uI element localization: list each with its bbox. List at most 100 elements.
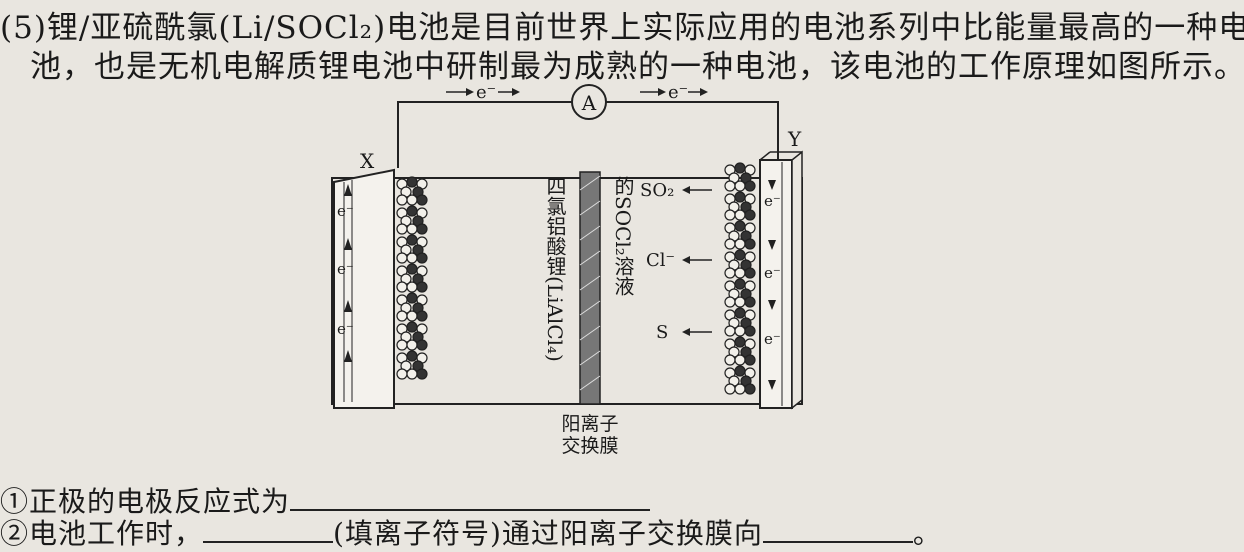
- particle: [396, 223, 408, 235]
- particle: [734, 278, 746, 290]
- particle: [406, 194, 418, 206]
- answer-blank-3[interactable]: [762, 513, 913, 543]
- electron-label: e⁻: [764, 264, 781, 282]
- product-s: S: [656, 322, 668, 343]
- circuit-wire: [397, 101, 572, 168]
- particle: [734, 180, 746, 192]
- particle: [734, 162, 746, 174]
- product-cl: Cl⁻: [646, 250, 675, 271]
- question-2-end: 。: [912, 517, 942, 550]
- particle: [406, 223, 418, 235]
- electrolyte-label-left: 四氯铝酸锂(LiAlCl₄): [543, 176, 567, 362]
- particle: [744, 238, 756, 250]
- particle: [396, 339, 408, 351]
- particle: [744, 383, 756, 395]
- particle: [734, 365, 746, 377]
- question-2: ②电池工作时， (填离子符号)通过阳离子交换膜向 。: [0, 512, 942, 552]
- particle: [724, 296, 736, 308]
- particle: [734, 191, 746, 203]
- question-line-1: (5)锂/亚硫酰氯(Li/SOCl₂)电池是目前世界上实际应用的电池系列中比能量…: [0, 10, 1244, 46]
- particle: [416, 368, 428, 380]
- particle: [406, 321, 418, 333]
- membrane-label-2: 交换膜: [561, 435, 618, 457]
- ammeter: [571, 84, 607, 120]
- particle: [406, 252, 418, 264]
- question-1-text: ①正极的电极反应式为: [0, 485, 291, 518]
- particle: [734, 267, 746, 279]
- particle: [406, 310, 418, 322]
- wire-electron-right: e⁻: [640, 82, 708, 103]
- particle: [396, 281, 408, 293]
- svg-text:e⁻: e⁻: [476, 82, 496, 103]
- particle: [406, 234, 418, 246]
- particle: [744, 267, 756, 279]
- arrow-left-icon: [682, 256, 712, 264]
- particle: [734, 307, 746, 319]
- answer-blank-2[interactable]: [203, 513, 334, 543]
- particle: [416, 252, 428, 264]
- electron-label: e⁻: [764, 192, 781, 210]
- particle: [406, 205, 418, 217]
- particle: [734, 220, 746, 232]
- particle: [724, 354, 736, 366]
- particle: [406, 350, 418, 362]
- particle: [744, 180, 756, 192]
- question-2-text-2: (填离子符号)通过阳离子交换膜向: [333, 517, 763, 550]
- particle: [734, 238, 746, 250]
- particle: [734, 383, 746, 395]
- electrode-x: e⁻ e⁻ e⁻: [333, 168, 395, 409]
- ammeter-label: A: [581, 91, 597, 115]
- particle: [416, 339, 428, 351]
- particle: [734, 209, 746, 221]
- membrane-pattern: [579, 175, 601, 391]
- electrolyte-label-right: 的SOCl₂溶液: [611, 176, 635, 296]
- product-so2: SO₂: [640, 180, 674, 201]
- right-electrode-particles: [724, 162, 756, 395]
- particle: [724, 383, 736, 395]
- particle: [734, 336, 746, 348]
- particle: [406, 281, 418, 293]
- particle: [734, 296, 746, 308]
- particle: [744, 209, 756, 221]
- particle: [724, 209, 736, 221]
- particle: [724, 238, 736, 250]
- wire-electron-left: e⁻: [446, 82, 520, 103]
- particle: [744, 325, 756, 337]
- electron-label: e⁻: [337, 260, 354, 278]
- particle: [406, 292, 418, 304]
- particle: [406, 176, 418, 188]
- arrow-left-icon: [682, 328, 712, 336]
- question-1: ①正极的电极反应式为: [0, 480, 651, 520]
- left-electrode-particles: [396, 176, 428, 380]
- particle: [396, 368, 408, 380]
- electron-label: e⁻: [337, 202, 354, 220]
- question-line-2: 池，也是无机电解质锂电池中研制最为成熟的一种电池，该电池的工作原理如图所示。: [30, 49, 1244, 85]
- particle: [734, 354, 746, 366]
- particle: [396, 252, 408, 264]
- particle: [396, 310, 408, 322]
- answer-blank-1[interactable]: [290, 481, 651, 511]
- electron-label: e⁻: [337, 320, 354, 338]
- particle: [744, 296, 756, 308]
- electron-label: e⁻: [764, 330, 781, 348]
- particle: [724, 325, 736, 337]
- particle: [416, 223, 428, 235]
- battery-diagram: A e⁻ e⁻ X Y e⁻ e⁻ e⁻: [331, 82, 803, 457]
- svg-text:e⁻: e⁻: [668, 82, 688, 103]
- particle: [416, 281, 428, 293]
- arrow-left-icon: [682, 186, 712, 194]
- circuit-wire-right: [606, 101, 779, 160]
- electrode-x-label: X: [360, 149, 375, 173]
- particle: [396, 194, 408, 206]
- particle: [406, 368, 418, 380]
- particle: [724, 267, 736, 279]
- particle: [744, 354, 756, 366]
- question-2-text-1: ②电池工作时，: [0, 517, 204, 550]
- particle: [416, 310, 428, 322]
- particle: [724, 180, 736, 192]
- particle: [406, 339, 418, 351]
- electrode-y: e⁻ e⁻ e⁻: [759, 150, 803, 410]
- particle: [734, 325, 746, 337]
- particle: [734, 249, 746, 261]
- particle: [416, 194, 428, 206]
